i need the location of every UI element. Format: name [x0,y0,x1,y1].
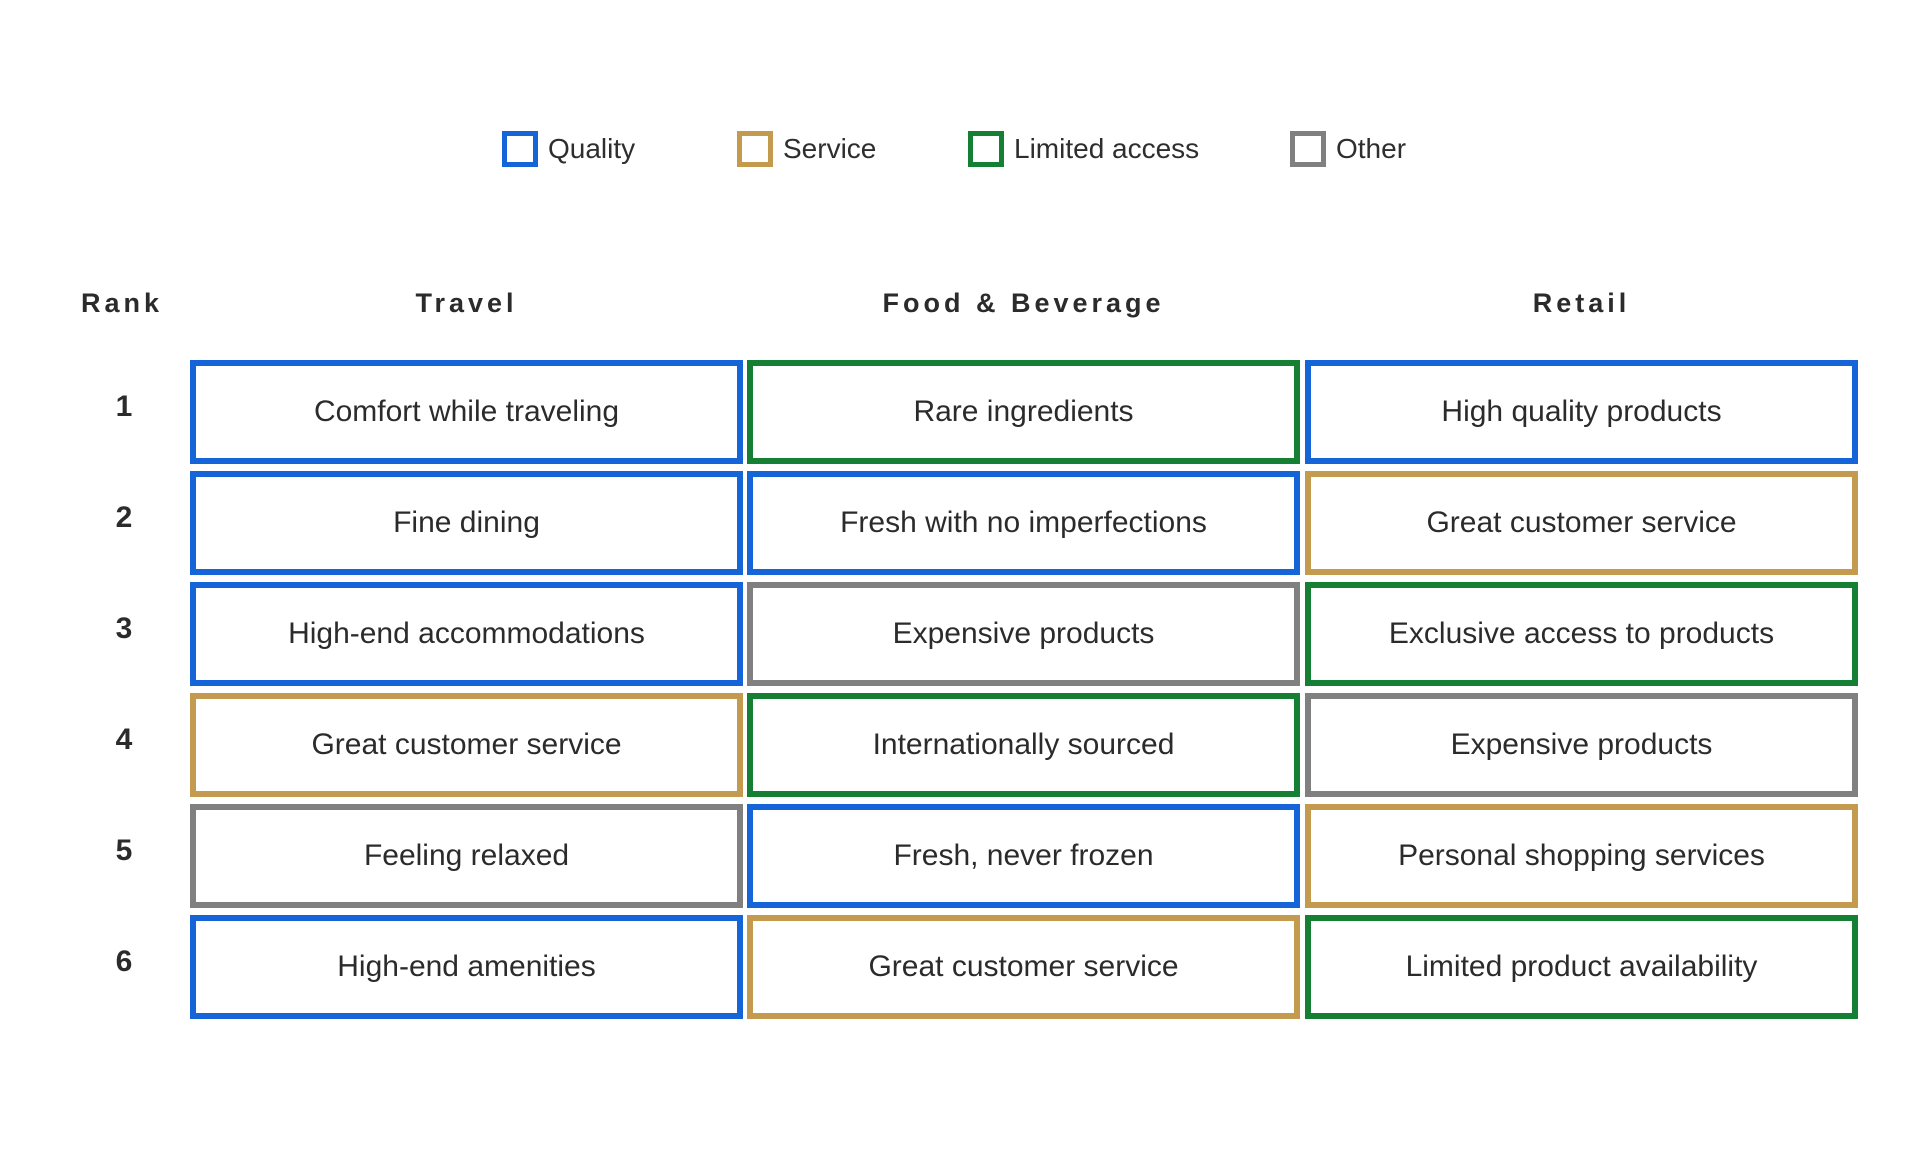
rank-header: Rank [80,288,164,318]
legend: Quality Service Limited access Other [0,125,1920,173]
cell-r3-c3: Exclusive access to products [1305,582,1858,686]
legend-item-quality: Quality [502,125,635,173]
cell-text: Fresh, never frozen [893,839,1154,872]
cell-text: Rare ingredients [913,395,1134,428]
rank-number-6: 6 [115,945,133,978]
cell-text: Great customer service [868,950,1179,983]
rank-number-2: 2 [115,501,133,534]
cell-r4-c1: Great customer service [190,693,743,797]
legend-label-quality: Quality [548,133,636,164]
cell-r4-c2: Internationally sourced [747,693,1300,797]
rank-number-4: 4 [115,723,133,756]
rank-number-1: 1 [115,390,133,423]
cell-r6-c3: Limited product availability [1305,915,1858,1019]
cell-text: Fine dining [393,506,540,539]
cell-text: Comfort while traveling [313,395,620,428]
cell-text: Expensive products [892,617,1155,650]
cell-text: High-end amenities [337,950,596,983]
cell-text: Exclusive access to products [1388,617,1775,650]
cell-r2-c3: Great customer service [1305,471,1858,575]
cell-r5-c3: Personal shopping services [1305,804,1858,908]
cell-r1-c2: Rare ingredients [747,360,1300,464]
cell-r1-c1: Comfort while traveling [190,360,743,464]
cell-text: High quality products [1441,395,1722,428]
cell-r3-c1: High-end accommodations [190,582,743,686]
cell-text: Feeling relaxed [363,839,570,872]
legend-item-service: Service [737,125,876,173]
cell-r5-c1: Feeling relaxed [190,804,743,908]
legend-label-other: Other [1336,133,1407,164]
cell-r3-c2: Expensive products [747,582,1300,686]
cell-r2-c1: Fine dining [190,471,743,575]
cell-text: Internationally sourced [872,728,1175,761]
column-header-3: Retail [1532,288,1631,318]
cell-r2-c2: Fresh with no imperfections [747,471,1300,575]
cell-r1-c3: High quality products [1305,360,1858,464]
cell-r6-c2: Great customer service [747,915,1300,1019]
legend-item-other: Other [1290,125,1406,173]
legend-swatch-other [1290,131,1326,167]
cell-text: Expensive products [1450,728,1713,761]
column-header-2: Food & Beverage [882,288,1165,318]
rank-number-5: 5 [115,834,133,867]
cell-r5-c2: Fresh, never frozen [747,804,1300,908]
cell-r4-c3: Expensive products [1305,693,1858,797]
legend-item-limited: Limited access [968,125,1199,173]
cell-text: Great customer service [1426,506,1737,539]
legend-swatch-service [737,131,773,167]
cell-text: Personal shopping services [1398,839,1765,872]
legend-label-service: Service [783,133,877,164]
rank-number-3: 3 [115,612,133,645]
cell-text: High-end accommodations [288,617,645,650]
column-header-1: Travel [415,288,518,318]
cell-text: Limited product availability [1405,950,1758,983]
legend-label-limited: Limited access [1014,133,1200,164]
legend-swatch-quality [502,131,538,167]
cell-text: Fresh with no imperfections [840,506,1207,539]
cell-r6-c1: High-end amenities [190,915,743,1019]
cell-text: Great customer service [311,728,622,761]
legend-swatch-limited [968,131,1004,167]
